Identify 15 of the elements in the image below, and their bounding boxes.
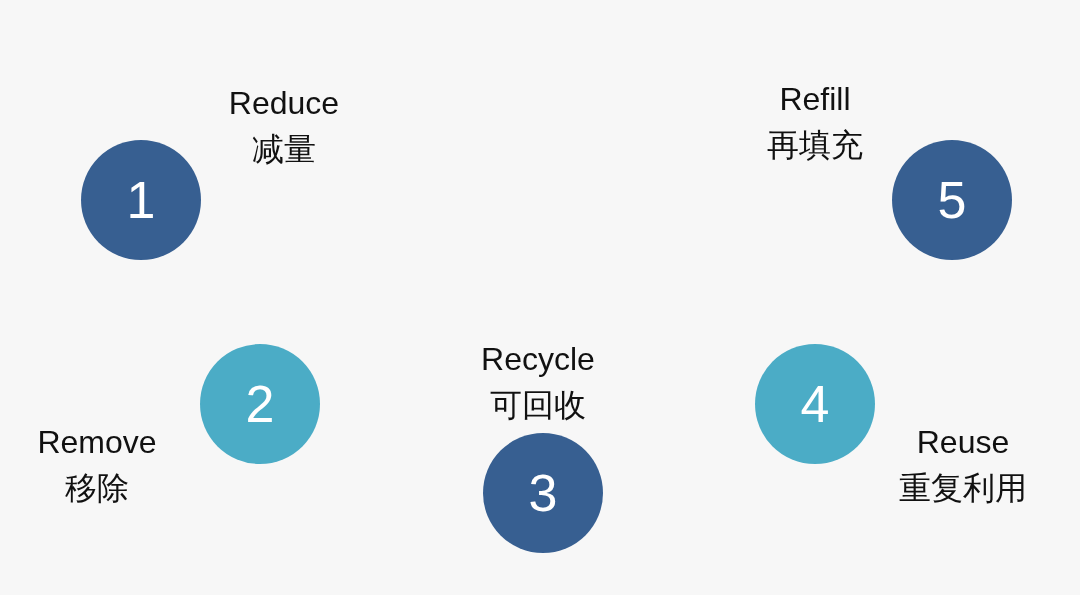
step-label: Reduce (228, 84, 340, 123)
step-label: Reuse (916, 423, 1010, 462)
step-label: 再填充 (767, 126, 863, 165)
step-number: 1 (126, 174, 156, 226)
step-label: Refill (779, 80, 851, 119)
step-number: 5 (937, 174, 967, 226)
step-label: Recycle (481, 340, 595, 379)
step-label: 移除 (65, 469, 129, 508)
step-label: 重复利用 (899, 469, 1027, 508)
step-label: Remove (37, 423, 157, 462)
step-label: 减量 (252, 130, 316, 169)
step-label: 可回收 (490, 386, 586, 425)
step-number: 2 (245, 378, 275, 430)
step-number: 3 (528, 467, 558, 519)
step-number: 4 (800, 378, 830, 430)
